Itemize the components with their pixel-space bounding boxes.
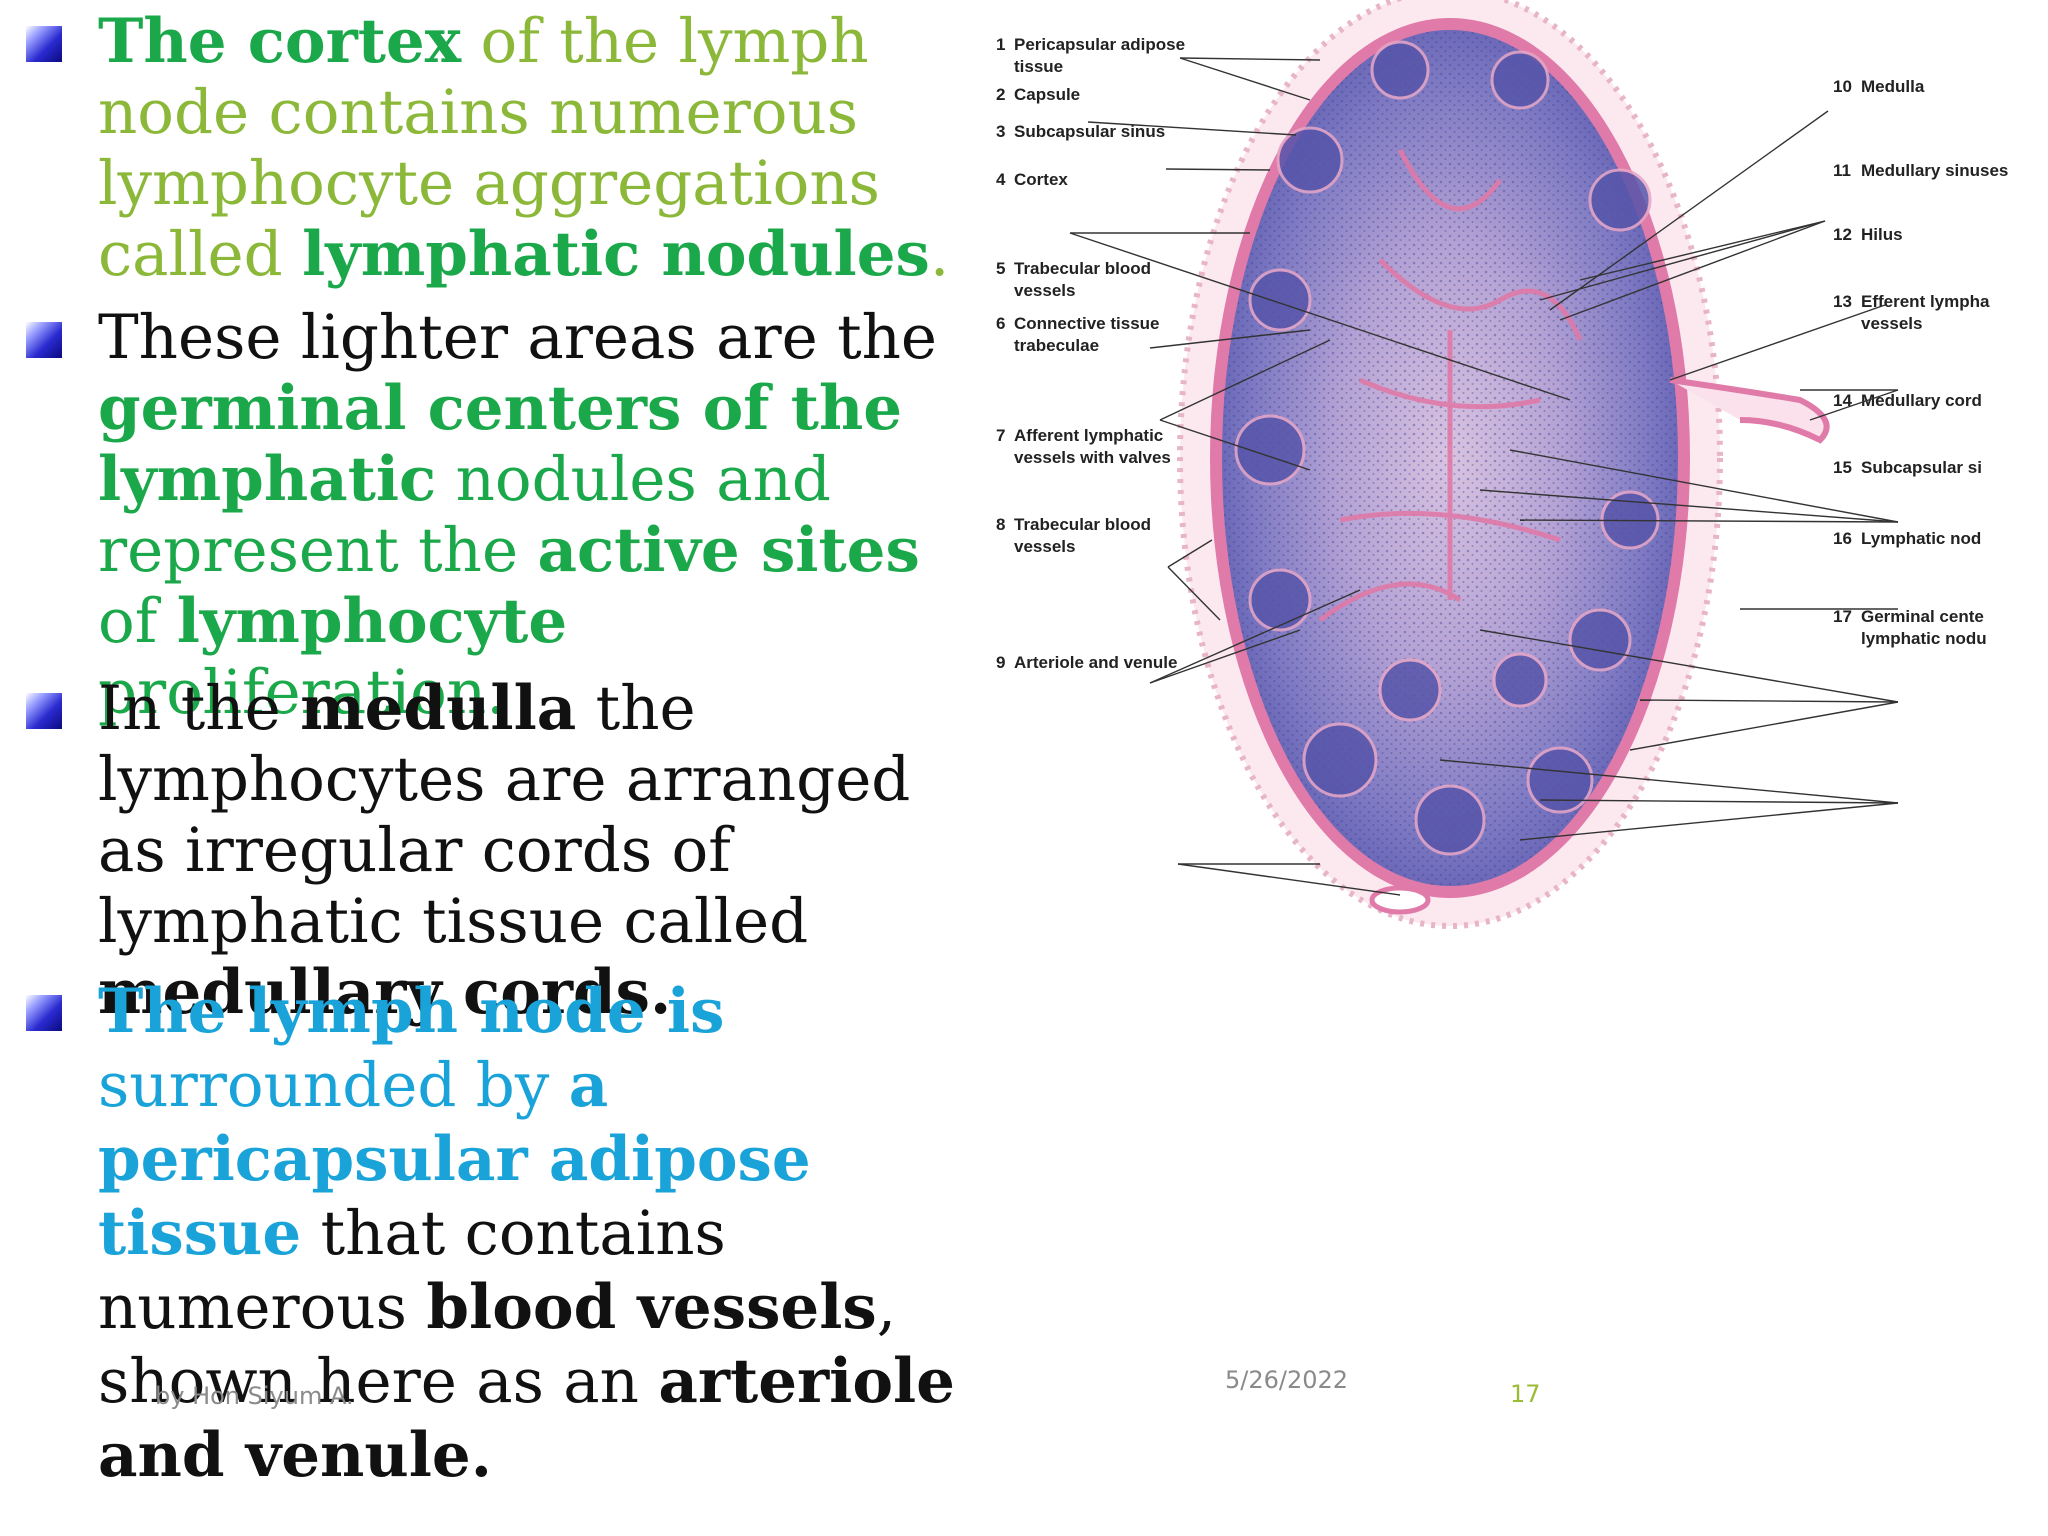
figure-label-text: Medullary sinuses: [1861, 161, 2008, 180]
figure-label-text: Pericapsular adipose: [1014, 35, 1185, 54]
figure-label-number: 8: [996, 515, 1005, 534]
bullet-text-segment: the lymphocytes are arranged as irregula…: [98, 673, 930, 957]
figure-label-text: Subcapsular si: [1861, 458, 1982, 477]
figure-label-text: Germinal cente: [1861, 607, 1984, 626]
bullet-text-segment: germinal centers of the lymphatic: [98, 373, 924, 515]
figure-label-text: Afferent lymphatic: [1014, 426, 1163, 445]
figure-label-number: 16: [1833, 529, 1852, 548]
figure-label-number: 15: [1833, 458, 1852, 477]
figure-label-text: vessels: [1861, 314, 1922, 333]
page-number: 17: [1510, 1380, 1541, 1408]
bullet-3-text: In the medulla the lymphocytes are arran…: [98, 673, 978, 1028]
bullet-text-segment: surrounded by: [98, 976, 744, 1121]
bullet-text-segment: medulla: [300, 673, 577, 744]
bullet-marker-icon: [26, 693, 62, 729]
bullet-marker-icon: [26, 322, 62, 358]
figure-label-text: trabeculae: [1014, 336, 1099, 355]
bullet-text-segment: that contains numerous: [98, 1198, 746, 1343]
figure-label-text: Efferent lympha: [1861, 292, 1990, 311]
bullet-marker-icon: [26, 995, 62, 1031]
figure-label-text: Hilus: [1861, 225, 1903, 244]
bullet-1-text: The cortex of the lymph node contains nu…: [98, 6, 978, 290]
figure-label-number: 1: [996, 35, 1005, 54]
bullet-text-segment: lymphatic nodules: [302, 219, 930, 290]
figure-label-number: 14: [1833, 391, 1852, 410]
figure-label-text: vessels: [1014, 281, 1075, 300]
figure-label-number: 6: [996, 314, 1005, 333]
bullet-marker-icon: [26, 26, 62, 62]
figure-label-text: Capsule: [1014, 85, 1080, 104]
bullet-text-segment: arteriole and venule.: [98, 1346, 977, 1491]
bullet-text-segment: The lymph node is: [98, 976, 725, 1047]
figure-label-number: 9: [996, 653, 1005, 672]
bullet-text-segment: nodules and represent the: [98, 444, 851, 586]
figure-label-text: Cortex: [1014, 170, 1068, 189]
lymphatic-nodules: [1234, 40, 1660, 856]
bullet-text-segment: blood vessels: [426, 1272, 877, 1343]
figure-label-number: 10: [1833, 77, 1852, 96]
bullet-text-segment: lymphocyte: [176, 586, 568, 657]
bullet-text-segment: The cortex: [98, 6, 462, 77]
bullet-text-segment: a pericapsular adipose tissue: [98, 1050, 832, 1269]
figure-label-text: Lymphatic nod: [1861, 529, 1981, 548]
bullet-text-segment: medullary cords.: [98, 957, 672, 1028]
figure-label-number: 17: [1833, 607, 1852, 626]
bullet-text-segment: .: [929, 219, 950, 290]
figure-label-number: 2: [996, 85, 1005, 104]
hilus-vessels: [1669, 377, 1830, 444]
figure-label-number: 13: [1833, 292, 1852, 311]
figure-label-text: Arteriole and venule: [1014, 653, 1177, 672]
figure-label-number: 3: [996, 122, 1005, 141]
figure-label-text: Subcapsular sinus: [1014, 122, 1165, 141]
figure-label-text: Trabecular blood: [1014, 259, 1151, 278]
footer-author: by Hon Siyum A.: [155, 1382, 354, 1410]
figure-label-number: 11: [1833, 161, 1851, 180]
bullet-4-text: The lymph node is surrounded by a perica…: [98, 975, 978, 1493]
arteriole-venule: [1369, 885, 1431, 915]
figure-label-text: tissue: [1014, 57, 1063, 76]
figure-label-text: lymphatic nodu: [1861, 629, 1987, 648]
figure-label-text: Medulla: [1861, 77, 1925, 96]
bullet-2-text: These lighter areas are the germinal cen…: [98, 302, 978, 728]
leader-lines: [1069, 57, 1899, 896]
bullet-text-segment: active sites: [537, 515, 920, 586]
footer-date: 5/26/2022: [1225, 1366, 1349, 1394]
figure-label-text: Medullary cord: [1861, 391, 1982, 410]
figure-label-number: 12: [1833, 225, 1852, 244]
figure-label-number: 5: [996, 259, 1005, 278]
figure-label-text: vessels with valves: [1014, 448, 1171, 467]
figure-label-number: 4: [996, 170, 1006, 189]
bullet-text-segment: proliferation.: [98, 586, 587, 728]
bullet-text-segment: of the lymph node contains numerous lymp…: [98, 6, 900, 290]
bullet-text-segment: These lighter areas are the: [98, 302, 957, 373]
bullet-text-segment: of: [98, 515, 940, 657]
figure-label-text: vessels: [1014, 537, 1075, 556]
figure-label-text: Trabecular blood: [1014, 515, 1151, 534]
bullet-text-segment: , shown here as an: [98, 1272, 916, 1417]
figure-label-number: 7: [996, 426, 1005, 445]
figure-label-text: Connective tissue: [1014, 314, 1160, 333]
bullet-text-segment: In the: [98, 673, 301, 744]
